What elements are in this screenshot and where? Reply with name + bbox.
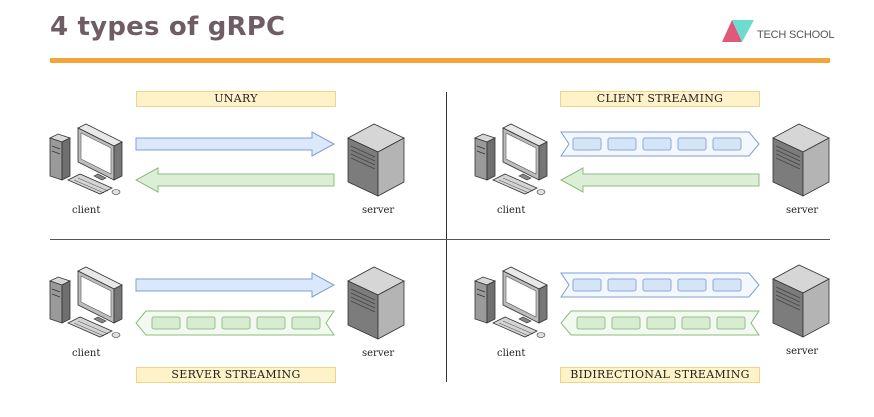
server-streaming-diagram	[49, 266, 405, 340]
request-message	[642, 137, 672, 151]
client-caption: client	[497, 205, 526, 216]
horizontal-divider	[50, 239, 830, 240]
response-message	[186, 316, 216, 330]
client-caption: client	[72, 348, 101, 359]
request-message	[572, 137, 602, 151]
request-arrow	[135, 272, 336, 298]
response-message	[221, 316, 251, 330]
request-message	[677, 137, 707, 151]
client-computer-icon	[474, 266, 548, 338]
server-icon	[772, 123, 830, 197]
request-message	[712, 137, 742, 151]
label-bidirectional-streaming: BIDIRECTIONAL STREAMING	[560, 367, 760, 383]
response-message	[611, 316, 641, 330]
client-computer-icon	[49, 123, 123, 195]
server-icon	[772, 264, 830, 338]
label-client-streaming: CLIENT STREAMING	[560, 91, 760, 107]
response-message	[681, 316, 711, 330]
request-message	[712, 278, 742, 292]
server-icon	[347, 123, 405, 197]
request-message	[677, 278, 707, 292]
page-title: 4 types of gRPC	[50, 12, 286, 42]
client-caption: client	[72, 205, 101, 216]
response-message	[716, 316, 746, 330]
response-message	[576, 316, 606, 330]
response-arrow	[559, 167, 760, 193]
request-message	[572, 278, 602, 292]
response-message	[256, 316, 286, 330]
client-computer-icon	[474, 123, 548, 195]
vertical-divider	[446, 92, 447, 382]
request-message	[607, 278, 637, 292]
response-message	[151, 316, 181, 330]
client-computer-icon	[49, 266, 123, 338]
logo-text: TECH SCHOOL	[757, 29, 835, 41]
unary-diagram	[49, 123, 405, 197]
response-arrow	[134, 167, 335, 193]
techschool-logo	[722, 20, 754, 42]
request-message	[607, 137, 637, 151]
server-icon	[347, 266, 405, 340]
server-caption: server	[786, 346, 819, 357]
label-unary: UNARY	[136, 91, 336, 107]
request-arrow	[135, 131, 336, 157]
client-streaming-diagram	[474, 123, 830, 197]
response-message	[646, 316, 676, 330]
server-caption: server	[786, 205, 819, 216]
label-server-streaming: SERVER STREAMING	[136, 367, 336, 383]
response-message	[291, 316, 321, 330]
client-caption: client	[497, 348, 526, 359]
bidirectional-streaming-diagram	[474, 264, 830, 338]
title-underline	[50, 58, 830, 63]
server-caption: server	[362, 348, 395, 359]
request-message	[642, 278, 672, 292]
server-caption: server	[362, 205, 395, 216]
